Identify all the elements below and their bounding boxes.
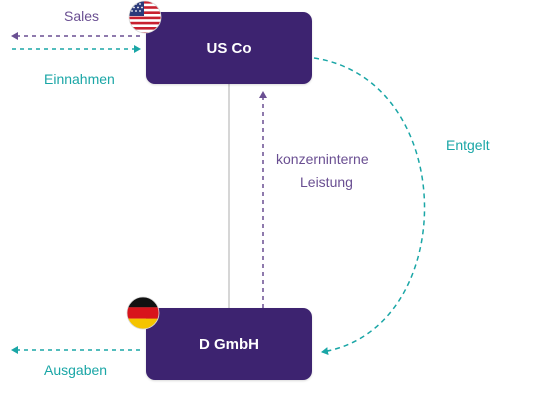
us-company-label: US Co — [206, 39, 252, 57]
us-company-box: US Co — [146, 12, 312, 84]
us-flag-icon — [128, 0, 162, 34]
fee-label: Entgelt — [446, 137, 490, 153]
expenses-label: Ausgaben — [44, 362, 108, 378]
german-company-label: D GmbH — [199, 335, 259, 353]
german-company-box: D GmbH — [146, 308, 312, 380]
sales-label: Sales — [64, 8, 100, 24]
intragroup-service-label-line1: konzerninterne — [276, 151, 369, 167]
german-flag-icon — [126, 296, 160, 330]
intragroup-service-label-line2: Leistung — [300, 174, 353, 190]
fee-arrow — [313, 57, 426, 355]
income-label: Einnahmen — [44, 71, 115, 87]
